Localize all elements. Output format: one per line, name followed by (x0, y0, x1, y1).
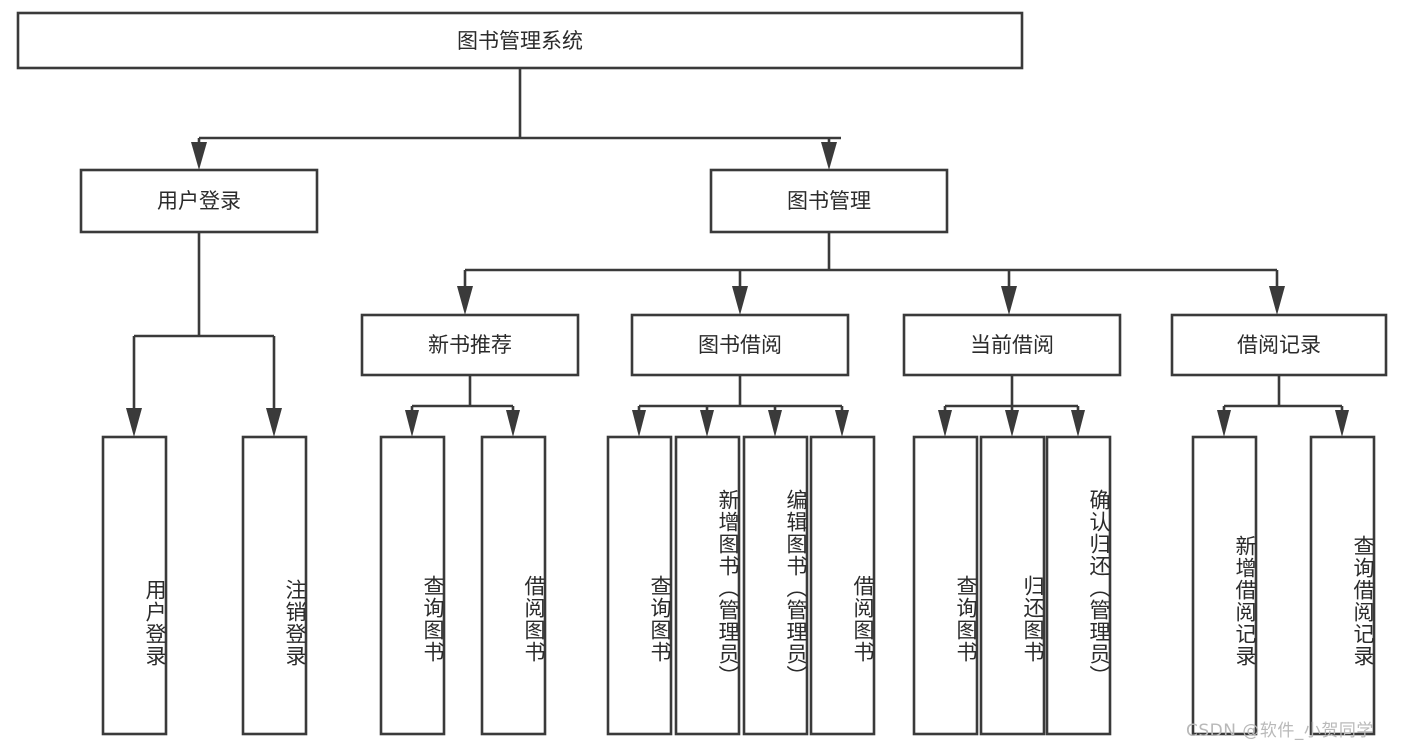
node-current-borrow-label: 当前借阅 (970, 333, 1054, 357)
node-leaf-user-logout[interactable] (241, 435, 308, 736)
node-leaf-return-book[interactable] (979, 435, 1046, 736)
arrow-head-borrow-record (1269, 286, 1285, 315)
arrow-head-leaf-query-book-2 (632, 410, 646, 437)
arrow-head-leaf-confirm-return (1071, 410, 1085, 437)
watermark-text: CSDN @软件_小贺同学 (1186, 721, 1374, 741)
node-book-manage-label: 图书管理 (787, 189, 871, 213)
arrow-head-leaf-user-logout (266, 408, 282, 437)
node-leaf-borrow-book-2[interactable] (809, 435, 876, 736)
connector-layer (126, 68, 1349, 437)
node-leaf-add-record[interactable] (1191, 435, 1258, 736)
node-user-login[interactable] (79, 168, 319, 234)
node-leaf-add-book[interactable] (674, 435, 741, 736)
node-new-book-recommend[interactable] (360, 313, 580, 377)
node-book-borrow-label: 图书借阅 (698, 333, 782, 357)
arrow-head-leaf-return-book (1005, 410, 1019, 437)
node-current-borrow[interactable] (902, 313, 1122, 377)
node-new-book-recommend-label: 新书推荐 (428, 333, 512, 357)
arrow-head-book-manage (821, 142, 837, 170)
node-leaf-confirm-return[interactable] (1045, 435, 1112, 736)
arrow-head-leaf-user-login (126, 408, 142, 437)
arrow-head-leaf-borrow-book-1 (506, 410, 520, 437)
node-root[interactable] (16, 11, 1024, 70)
node-leaf-edit-book[interactable] (742, 435, 809, 736)
node-user-login-label: 用户登录 (157, 189, 241, 213)
node-book-borrow[interactable] (630, 313, 850, 377)
arrow-head-leaf-add-book (700, 410, 714, 437)
arrow-head-book-borrow (732, 286, 748, 315)
node-leaf-query-book-2[interactable] (606, 435, 673, 736)
arrow-head-user-login (191, 142, 207, 170)
node-leaf-user-login[interactable] (101, 435, 168, 736)
arrow-head-new-book-recommend (457, 286, 473, 315)
node-root-label: 图书管理系统 (457, 29, 583, 53)
arrow-head-leaf-add-record (1217, 410, 1231, 437)
node-leaf-query-record[interactable] (1309, 435, 1376, 736)
node-leaf-query-book-1[interactable] (379, 435, 446, 736)
arrow-head-current-borrow (1001, 286, 1017, 315)
node-leaf-borrow-book-1[interactable] (480, 435, 547, 736)
node-layer: 图书管理系统 用户登录 图书管理 新书推荐 图书借阅 当前借阅 借阅记录 (16, 11, 1388, 736)
arrow-head-leaf-borrow-book-2 (835, 410, 849, 437)
node-book-manage[interactable] (709, 168, 949, 234)
node-leaf-query-book-3[interactable] (912, 435, 979, 736)
node-borrow-record[interactable] (1170, 313, 1388, 377)
node-borrow-record-label: 借阅记录 (1237, 333, 1321, 357)
arrow-head-leaf-query-record (1335, 410, 1349, 437)
arrow-head-leaf-edit-book (768, 410, 782, 437)
arrow-head-leaf-query-book-3 (938, 410, 952, 437)
arrow-head-leaf-query-book-1 (405, 410, 419, 437)
